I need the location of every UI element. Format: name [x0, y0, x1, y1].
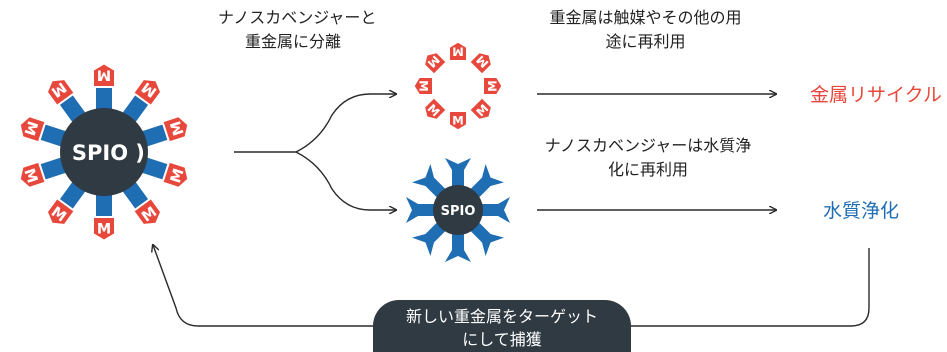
capture-step-line2: にして捕獲	[462, 330, 542, 349]
separated-metal-badge: M	[470, 53, 491, 74]
metal-ion-badge-shape	[94, 218, 114, 240]
metal-reuse-line1: 重金属は触媒やその他の用	[549, 8, 742, 27]
scavenger-reuse-line2: 化に再利用	[607, 160, 688, 179]
metal-ion-badge-shape	[94, 64, 114, 86]
separated-metal-badge-symbol: M	[417, 80, 431, 91]
split-arrow-lower	[295, 151, 396, 210]
clean-spio-core-label: SPIO	[441, 204, 476, 219]
metal-reuse-label: 重金属は触媒やその他の用 途に再利用	[528, 6, 763, 54]
metal-ion-badge-shape	[48, 80, 74, 105]
separated-metal-badge-shape	[470, 53, 491, 74]
metal-ion-badge: M	[163, 117, 188, 142]
metal-ion-badge-shape	[20, 162, 45, 187]
metal-ion-badge-shape	[163, 117, 188, 142]
metal-ion-badge-symbol: M	[168, 167, 188, 186]
separated-metal-badge-symbol: M	[473, 101, 491, 119]
metal-ion-badge: M	[134, 79, 160, 105]
clean-arm	[467, 219, 504, 256]
split-arrow-upper	[295, 94, 396, 153]
separated-metal-badge-symbol: M	[452, 113, 463, 127]
separated-metal-badge-symbol: M	[425, 53, 443, 71]
separated-metal-badge-symbol: M	[473, 53, 491, 71]
metal-ion-badge: M	[163, 162, 188, 187]
metal-ion-badge: M	[20, 117, 45, 142]
separated-metal-badge-shape	[484, 78, 502, 94]
spio-core-label: SPIO	[72, 141, 128, 165]
separate-step-line1: ナノスカベンジャーと	[218, 8, 377, 27]
capture-step-label: 新しい重金属をターゲット にして捕獲	[373, 300, 631, 352]
clean-arm	[412, 219, 449, 256]
metal-ion-badge-shape	[48, 199, 74, 224]
metal-ion-badge-symbol: M	[20, 119, 40, 138]
separated-metal-badge: M	[450, 42, 466, 60]
clean-arm	[412, 164, 449, 201]
separated-metal-badge: M	[450, 112, 466, 130]
separated-metal-badge: M	[484, 78, 502, 94]
metal-reuse-line2: 途に再利用	[605, 32, 686, 51]
loaded-arm: M	[94, 182, 114, 240]
metal-ion-badge-symbol: M	[97, 222, 111, 238]
separated-metal-badge-shape	[450, 42, 466, 60]
clean-arm	[445, 158, 471, 190]
metal-ion-badge: M	[20, 162, 45, 187]
scavenger-reuse-label: ナノスカベンジャーは水質浄 化に再利用	[528, 134, 768, 182]
clean-spio-core	[433, 185, 483, 235]
metal-ion-badge-shape	[134, 80, 160, 105]
separate-step-line2: 重金属に分離	[244, 32, 341, 51]
spio-core-label-tail: )	[135, 141, 145, 165]
metal-ion-badge: M	[48, 199, 74, 225]
split-arrows	[234, 94, 396, 210]
metal-ion-badge: M	[134, 199, 160, 225]
separated-metal-badge-shape	[414, 78, 432, 94]
spio-core	[60, 108, 148, 196]
metal-ion-badge-shape	[163, 162, 188, 187]
water-purification-outcome: 水質浄化	[823, 200, 900, 222]
clean-nanoscavenger: SPIO	[406, 158, 510, 262]
separated-metal-badge-shape	[425, 53, 446, 74]
separated-metal-badge: M	[470, 98, 491, 119]
separated-metal-badge-shape	[425, 98, 446, 119]
separated-metal-badge: M	[425, 53, 446, 74]
separated-metal-badge-symbol: M	[452, 45, 463, 59]
capture-step-line1: 新しい重金属をターゲット	[405, 307, 598, 326]
metal-ion-badge: M	[94, 218, 114, 240]
separated-metal-badge-symbol: M	[425, 101, 443, 119]
separate-step-label: ナノスカベンジャーと 重金属に分離	[218, 6, 377, 54]
metal-ion-badge: M	[48, 79, 74, 105]
separated-metal-badge-symbol: M	[485, 80, 499, 91]
metal-ion-badge-shape	[134, 199, 160, 224]
metal-recycling-outcome: 金属リサイクル	[810, 84, 943, 106]
separated-metal-badge-shape	[450, 112, 466, 130]
scavenger-reuse-line1: ナノスカベンジャーは水質浄	[544, 136, 752, 155]
metal-ion-badge-shape	[20, 117, 45, 142]
metal-ion-badge-symbol: M	[97, 66, 111, 82]
separated-metal-badge: M	[425, 98, 446, 119]
metal-ion-badge-symbol: M	[20, 167, 40, 186]
separated-metal-badge-shape	[470, 98, 491, 119]
separated-metal-badge: M	[414, 78, 432, 94]
clean-arm	[445, 230, 471, 262]
metal-ion-badge-symbol: M	[168, 119, 188, 138]
clean-arm	[406, 197, 438, 223]
metal-ion-badge: M	[94, 64, 114, 86]
clean-arm	[478, 197, 510, 223]
clean-arm	[467, 164, 504, 201]
